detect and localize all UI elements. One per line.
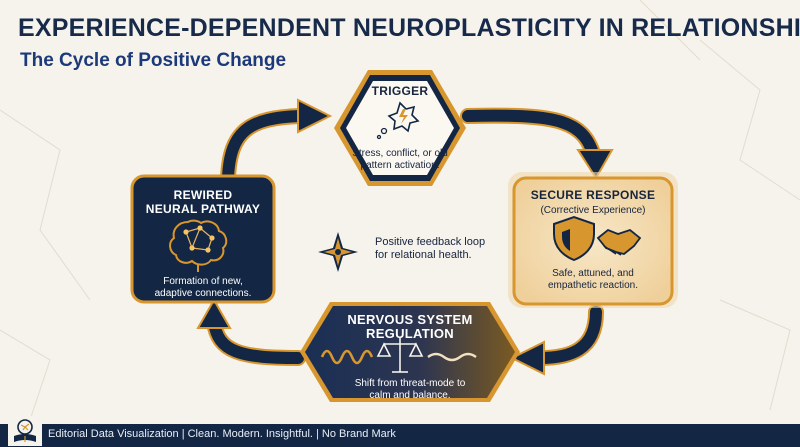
secure-subheading: (Corrective Experience) bbox=[540, 205, 646, 216]
brain-book-icon bbox=[8, 416, 42, 446]
handshake-icon bbox=[596, 228, 642, 256]
center-note-line1: Positive feedback loop bbox=[375, 236, 486, 248]
calm-wave-icon bbox=[427, 352, 477, 362]
cycle-arrows bbox=[196, 98, 614, 376]
wave-icon bbox=[320, 349, 374, 365]
trigger-text: Stress, conflict, or old pattern activat… bbox=[352, 148, 448, 171]
regulation-heading-line1: NERVOUS SYSTEM bbox=[347, 312, 473, 327]
arrowhead-regulation bbox=[509, 340, 545, 376]
page-title: EXPERIENCE-DEPENDENT NEUROPLASTICITY IN … bbox=[18, 14, 800, 42]
rewired-text-line2: adaptive connections. bbox=[154, 288, 252, 299]
arrowhead-rewired bbox=[196, 297, 232, 329]
rewired-heading-line1: REWIRED bbox=[173, 188, 233, 202]
lightning-bubble-icon bbox=[376, 101, 420, 140]
footer-text: Editorial Data Visualization | Clean. Mo… bbox=[48, 428, 396, 440]
regulation-text-line1: Shift from threat-mode to bbox=[354, 378, 466, 389]
cycle-diagram bbox=[130, 70, 678, 402]
regulation-heading-line2: REGULATION bbox=[366, 326, 454, 341]
brain-network-icon bbox=[169, 219, 228, 272]
regulation-text-line2: calm and balance. bbox=[369, 390, 451, 401]
rewired-box bbox=[130, 174, 276, 304]
arrowhead-secure bbox=[576, 149, 614, 180]
trigger-heading: TRIGGER bbox=[371, 84, 429, 98]
shield-icon bbox=[553, 215, 595, 262]
rewired-text-line1: Formation of new, bbox=[163, 276, 243, 287]
center-note: Positive feedback loop for relational he… bbox=[375, 236, 505, 262]
secure-heading: SECURE RESPONSE bbox=[530, 188, 656, 202]
arrowhead-trigger bbox=[297, 98, 333, 134]
secure-text: Safe, attuned, and empathetic reaction. bbox=[547, 268, 639, 291]
compass-star-icon bbox=[318, 232, 358, 272]
rewired-heading-line2: NEURAL PATHWAY bbox=[145, 202, 261, 216]
page-subtitle: The Cycle of Positive Change bbox=[20, 50, 287, 71]
footer-bar: Editorial Data Visualization | Clean. Mo… bbox=[0, 416, 800, 447]
center-note-line2: for relational health. bbox=[375, 249, 472, 261]
scales-icon bbox=[376, 338, 424, 373]
